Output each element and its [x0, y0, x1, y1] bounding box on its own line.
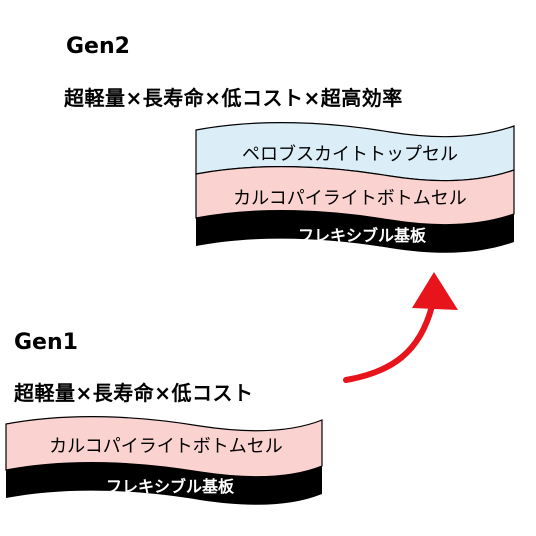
gen1-stack: カルコパイライトボトムセル フレキシブル基板 — [5, 416, 323, 505]
gen1-substrate-layer — [6, 462, 322, 505]
gen2-perovskite-label: ペロブスカイトトップセル — [242, 143, 458, 165]
gen1-features: 超軽量×長寿命×低コスト — [14, 381, 254, 405]
upgrade-arrow-icon — [343, 272, 458, 383]
gen1-chalcopyrite-label: カルコパイライトボトムセル — [49, 436, 283, 457]
gen2-features: 超軽量×長寿命×低コスト×超高効率 — [64, 86, 403, 110]
gen2-substrate-label: フレキシブル基板 — [298, 226, 427, 245]
gen2-title: Gen2 — [66, 34, 130, 59]
gen1-substrate-label: フレキシブル基板 — [106, 477, 235, 496]
gen2-stack: ペロブスカイトトップセル カルコパイライトボトムセル フレキシブル基板 — [195, 122, 515, 253]
gen1-title: Gen1 — [14, 330, 78, 355]
gen2-chalcopyrite-label: カルコパイライトボトムセル — [233, 188, 467, 209]
gen2-substrate-layer — [196, 210, 514, 253]
